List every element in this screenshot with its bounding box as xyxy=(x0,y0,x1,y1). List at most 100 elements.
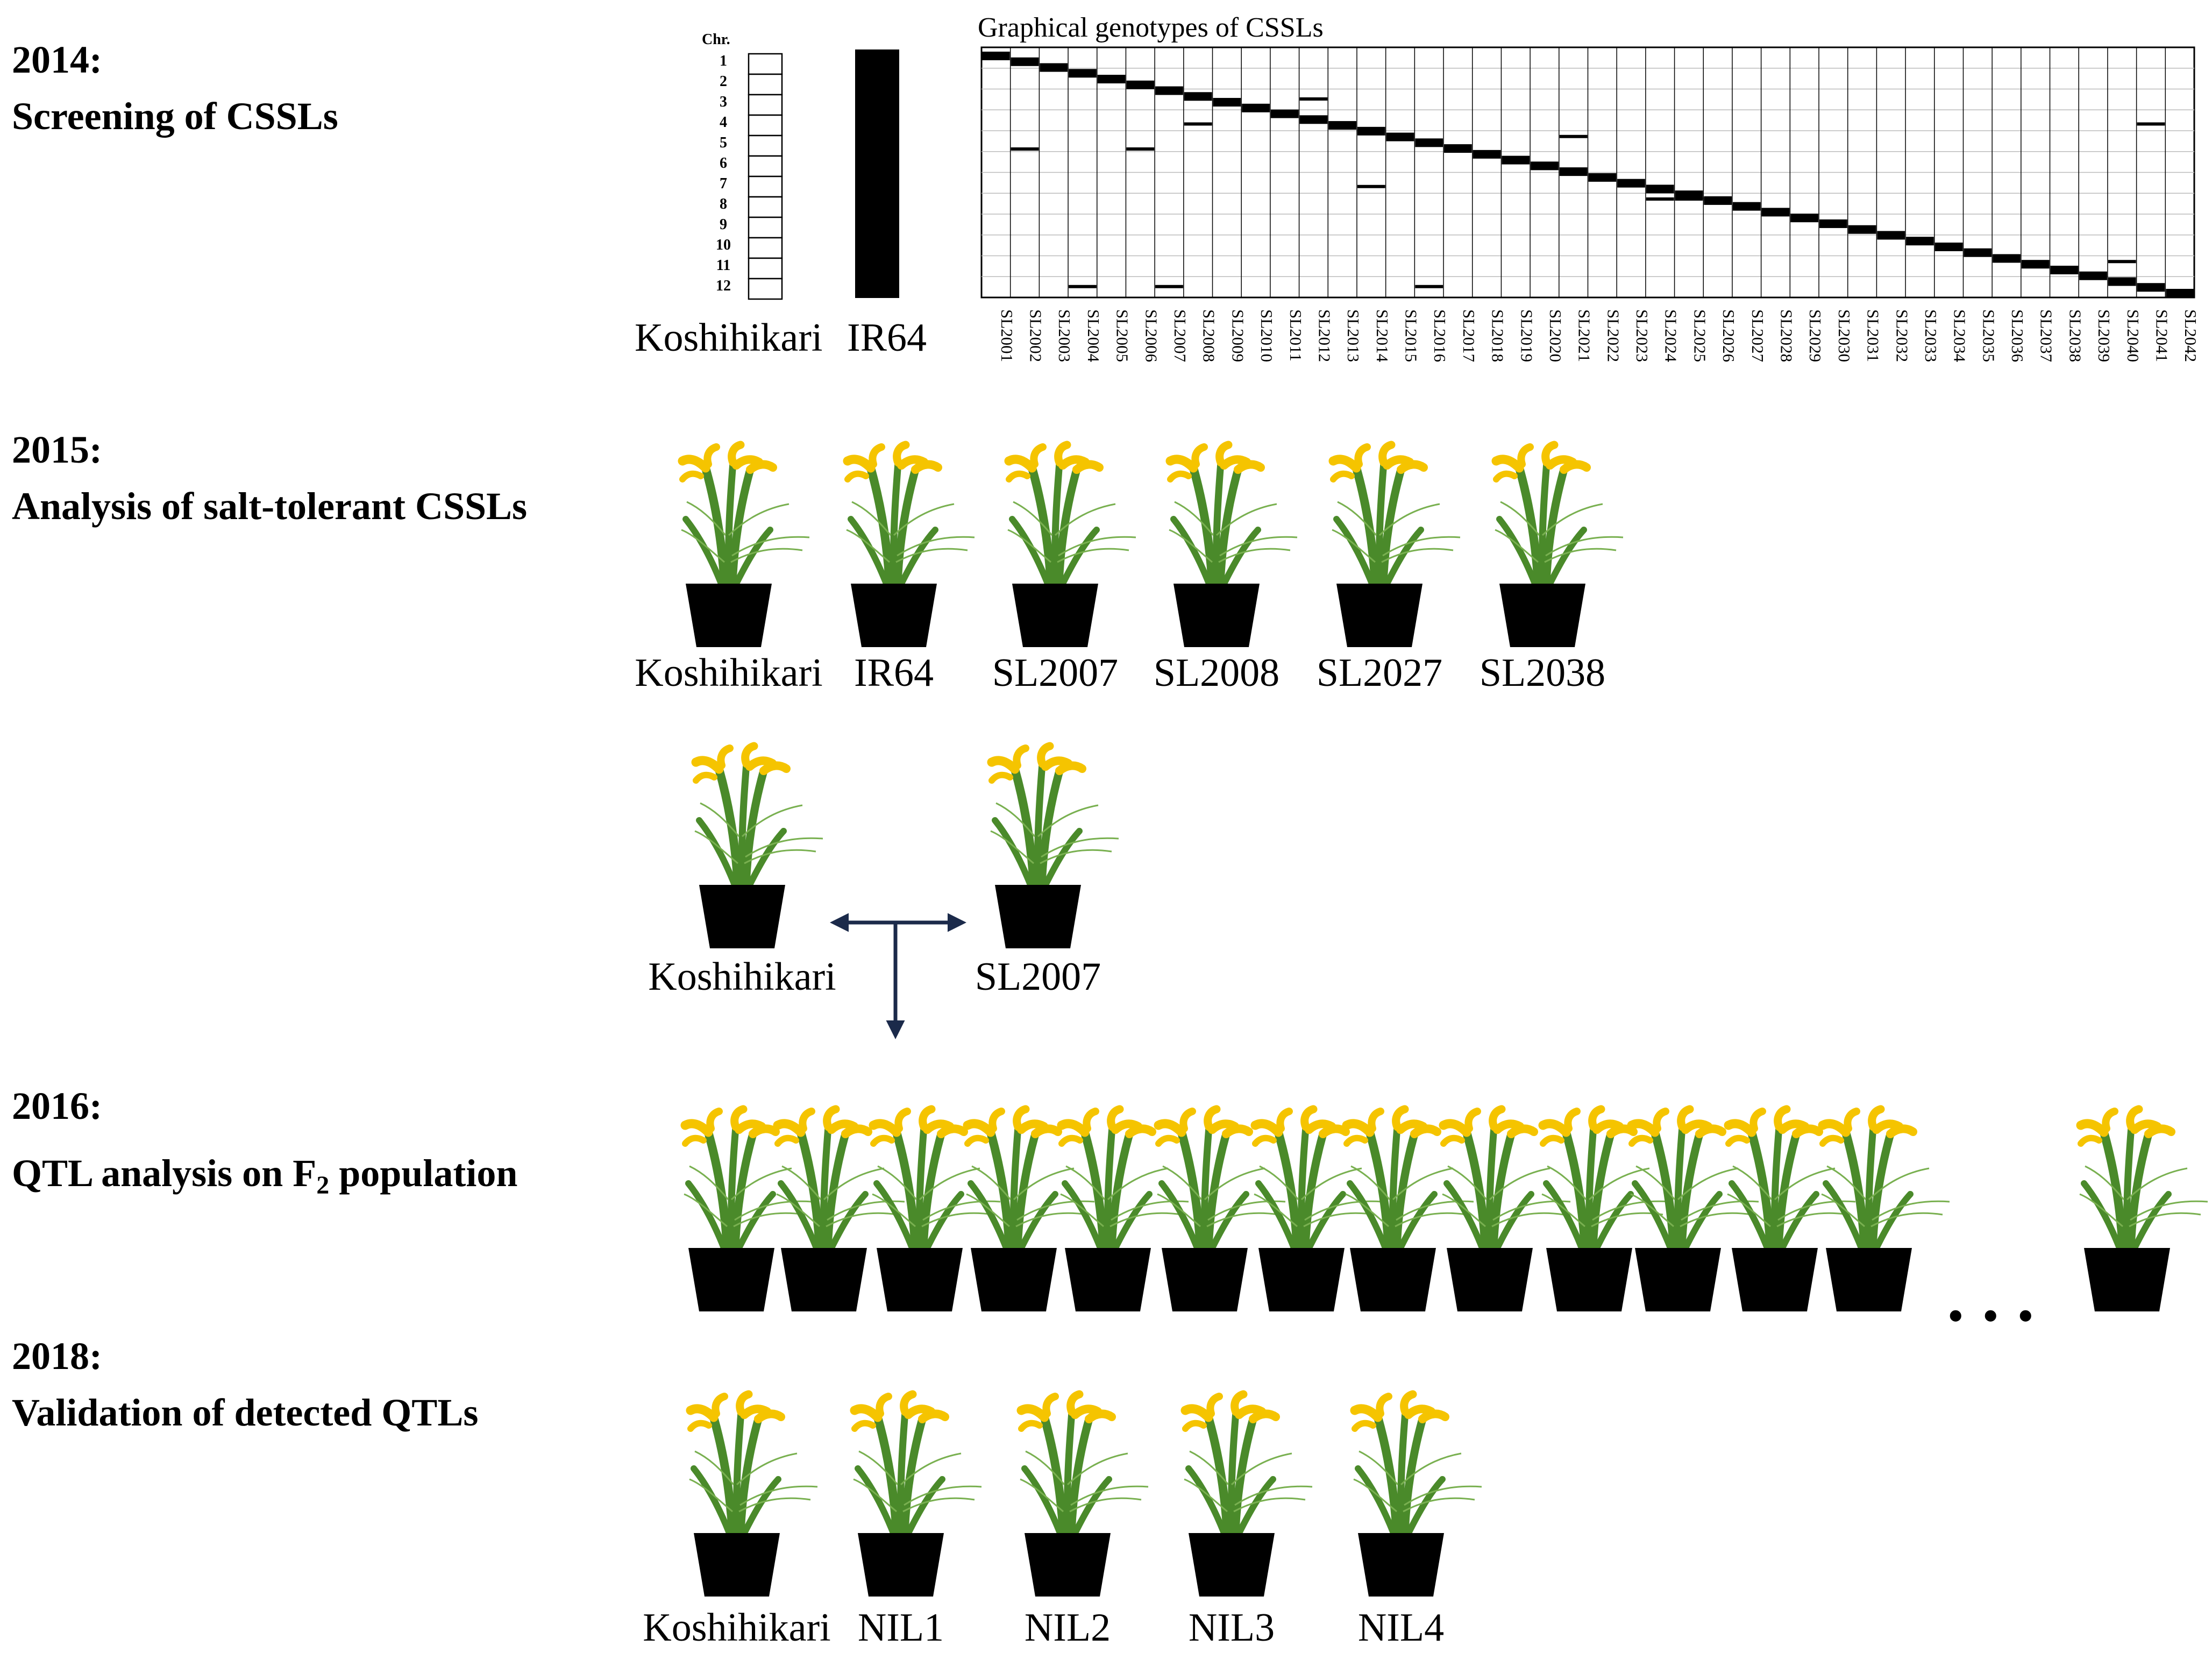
introgression-segment xyxy=(1819,219,1847,228)
introgression-segment xyxy=(1934,242,1963,251)
line-label: SL2024 xyxy=(1662,309,1681,363)
chr-header: Chr. xyxy=(702,31,730,48)
introgression-segment xyxy=(1906,237,1934,246)
introgression-segment xyxy=(1848,225,1876,234)
line-label: SL2026 xyxy=(1719,309,1738,362)
pot xyxy=(1358,1533,1444,1597)
introgression-segment xyxy=(1588,173,1617,182)
introgression-segment xyxy=(2050,265,2079,274)
plant-label: NIL1 xyxy=(858,1606,944,1650)
line-label: SL2003 xyxy=(1055,309,1074,362)
pot xyxy=(1173,584,1260,647)
introgression-segment xyxy=(1675,197,1703,201)
rice-plant xyxy=(991,746,1119,885)
pot xyxy=(1336,584,1422,647)
chromosome-segment xyxy=(748,278,783,300)
parent-label-koshihikari: Koshihikari xyxy=(635,316,822,360)
line-label: SL2033 xyxy=(1922,309,1940,362)
line-label: SL2015 xyxy=(1402,309,1421,362)
introgression-segment xyxy=(1357,126,1385,136)
chromosome-number: 1 xyxy=(720,53,727,69)
potted-plant xyxy=(1495,445,1623,647)
introgression-segment xyxy=(982,52,1010,60)
introgression-segment xyxy=(1155,86,1183,95)
line-label: SL2001 xyxy=(998,309,1016,362)
chromosome-segment xyxy=(748,73,783,96)
potted-plant xyxy=(991,746,1119,948)
plant-label: NIL3 xyxy=(1189,1606,1275,1650)
introgression-segment xyxy=(1126,80,1155,89)
pot xyxy=(1025,1533,1111,1597)
introgression-segment xyxy=(1964,248,1992,257)
chromosome-segment xyxy=(748,155,783,178)
rice-plant xyxy=(1169,445,1297,584)
pot xyxy=(2084,1248,2170,1311)
introgression-segment xyxy=(1011,57,1039,66)
pot xyxy=(1826,1248,1912,1311)
introgression-segment xyxy=(1415,138,1443,147)
chromosome-segment xyxy=(748,196,783,218)
introgression-segment xyxy=(1732,202,1761,211)
cross-arrows xyxy=(830,913,966,1039)
line-label: SL2029 xyxy=(1806,309,1825,362)
plant-label: NIL4 xyxy=(1358,1606,1444,1650)
pot xyxy=(1447,1248,1533,1311)
pot xyxy=(1350,1248,1436,1311)
pot xyxy=(1635,1248,1721,1311)
introgression-segment xyxy=(1155,285,1183,288)
rice-plant xyxy=(1442,1109,1570,1248)
chromosome-number: 8 xyxy=(720,196,727,212)
introgression-segment xyxy=(1357,185,1385,188)
chromosome-segment xyxy=(748,175,783,198)
line-label: SL2017 xyxy=(1460,309,1478,362)
rice-plant xyxy=(2080,1109,2208,1248)
line-label: SL2020 xyxy=(1546,309,1565,362)
parent-label-ir64: IR64 xyxy=(847,316,927,360)
stage-description: Analysis of salt-tolerant CSSLs xyxy=(12,485,527,528)
rice-plant xyxy=(1061,1109,1189,1248)
pot xyxy=(688,1248,774,1311)
line-label: SL2039 xyxy=(2095,309,2114,362)
plant-label: Koshihikari xyxy=(635,651,822,695)
introgression-segment xyxy=(2137,122,2165,126)
stage-description: Validation of detected QTLs xyxy=(12,1391,478,1434)
plant-label: SL2007 xyxy=(992,651,1118,695)
pot xyxy=(1065,1248,1151,1311)
line-label: SL2035 xyxy=(1979,309,1998,362)
stage-2016: 2016: QTL analysis on F2 population xyxy=(12,1084,517,1200)
chromosome-number: 12 xyxy=(716,278,731,294)
introgression-segment xyxy=(1184,122,1212,126)
pot xyxy=(1189,1533,1275,1597)
line-label: SL2028 xyxy=(1777,309,1796,362)
introgression-segment xyxy=(1790,214,1819,223)
line-label: SL2018 xyxy=(1489,309,1507,362)
rice-plant xyxy=(1631,1109,1759,1248)
introgression-segment xyxy=(1473,150,1501,159)
line-label: SL2042 xyxy=(2181,309,2200,362)
introgression-segment xyxy=(1444,144,1472,153)
introgression-segment xyxy=(1559,134,1588,138)
introgression-segment xyxy=(1299,115,1328,124)
line-label: SL2013 xyxy=(1344,309,1363,362)
stage-2015: 2015: Analysis of salt-tolerant CSSLs xyxy=(12,428,527,528)
pot xyxy=(858,1533,944,1597)
potted-plant xyxy=(1020,1394,1148,1597)
line-label: SL2019 xyxy=(1517,309,1536,362)
rice-plant xyxy=(1495,445,1623,584)
potted-plant xyxy=(1008,445,1136,647)
pot xyxy=(1732,1248,1818,1311)
ir64-chromosome-bar xyxy=(855,49,899,298)
potted-plant xyxy=(689,1394,817,1597)
pot xyxy=(1162,1248,1248,1311)
line-label: SL2034 xyxy=(1951,309,1969,363)
introgression-segment xyxy=(1617,179,1645,188)
introgression-segment xyxy=(1126,147,1155,151)
pot xyxy=(686,584,772,647)
rice-plant xyxy=(1332,445,1460,584)
stage-2014: 2014: Screening of CSSLs xyxy=(12,38,338,138)
introgression-segment xyxy=(1184,92,1212,101)
